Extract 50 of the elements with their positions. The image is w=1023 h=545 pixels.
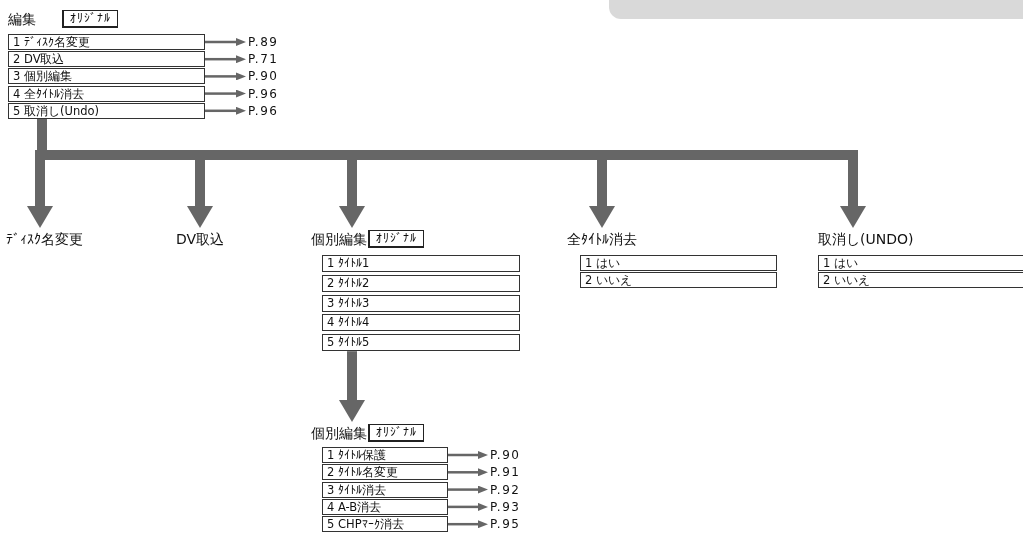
arrow — [448, 485, 488, 494]
menu-item: 5 CHPﾏｰｸ消去 — [322, 516, 448, 533]
page-reference: P.90 — [248, 69, 279, 85]
menu-heading: 全ﾀｲﾄﾙ消去 — [567, 230, 637, 248]
arrow — [448, 468, 488, 477]
menu-item: 3 ﾀｲﾄﾙ消去 — [322, 481, 448, 498]
menu-item: 2 DV取込 — [8, 51, 205, 68]
menu-item: 4 全ﾀｲﾄﾙ消去 — [8, 85, 205, 102]
page-reference: P.91 — [490, 465, 521, 481]
page-reference: P.71 — [248, 52, 279, 68]
menu-item: 2 ﾀｲﾄﾙ名変更 — [322, 464, 448, 481]
mode-badge: ｵﾘｼﾞﾅﾙ — [368, 424, 424, 442]
menu-item: 2 ﾀｲﾄﾙ2 — [322, 274, 520, 292]
menu-item: 2 いいえ — [818, 272, 1023, 288]
arrow — [205, 89, 246, 98]
menu-item: 2 いいえ — [580, 272, 777, 288]
menu-item: 1 ﾃﾞｨｽｸ名変更 — [8, 34, 205, 50]
menu-item: 4 ﾀｲﾄﾙ4 — [322, 314, 520, 332]
menu-item: 1 はい — [580, 255, 777, 271]
arrow — [205, 106, 246, 115]
page-reference: P.92 — [490, 482, 521, 498]
menu-item: 3 ﾀｲﾄﾙ3 — [322, 294, 520, 312]
arrow — [339, 351, 365, 422]
arrow — [448, 451, 488, 459]
menu-item: 3 個別編集 — [8, 68, 205, 85]
menu-item: 5 取消し(Undo) — [8, 102, 205, 119]
menu-item: 5 ﾀｲﾄﾙ5 — [322, 334, 520, 352]
mode-badge: ｵﾘｼﾞﾅﾙ — [62, 10, 118, 28]
arrow — [205, 55, 246, 64]
menu-item: 1 ﾀｲﾄﾙ保護 — [322, 447, 448, 463]
arrow — [205, 72, 246, 81]
menu-item: 4 A-B消去 — [322, 498, 448, 515]
page-reference: P.95 — [490, 517, 521, 533]
page-reference: P.93 — [490, 499, 521, 515]
mode-badge: ｵﾘｼﾞﾅﾙ — [368, 230, 424, 248]
menu-heading: ﾃﾞｨｽｸ名変更 — [6, 230, 83, 248]
page-reference: P.90 — [490, 448, 521, 463]
arrow — [448, 520, 488, 529]
arrow — [448, 502, 488, 511]
menu-heading: 個別編集 — [311, 230, 367, 248]
page-reference: P.89 — [248, 35, 279, 50]
page-reference: P.96 — [248, 103, 279, 119]
menu-heading: DV取込 — [176, 230, 225, 248]
menu-item: 1 はい — [818, 255, 1023, 271]
page-reference: P.96 — [248, 86, 279, 102]
menu-item: 1 ﾀｲﾄﾙ1 — [322, 255, 520, 272]
menu-heading: 個別編集 — [311, 424, 367, 442]
arrow — [205, 38, 246, 46]
menu-heading: 取消し(UNDO) — [818, 230, 914, 248]
menu-heading: 編集 — [8, 10, 36, 28]
